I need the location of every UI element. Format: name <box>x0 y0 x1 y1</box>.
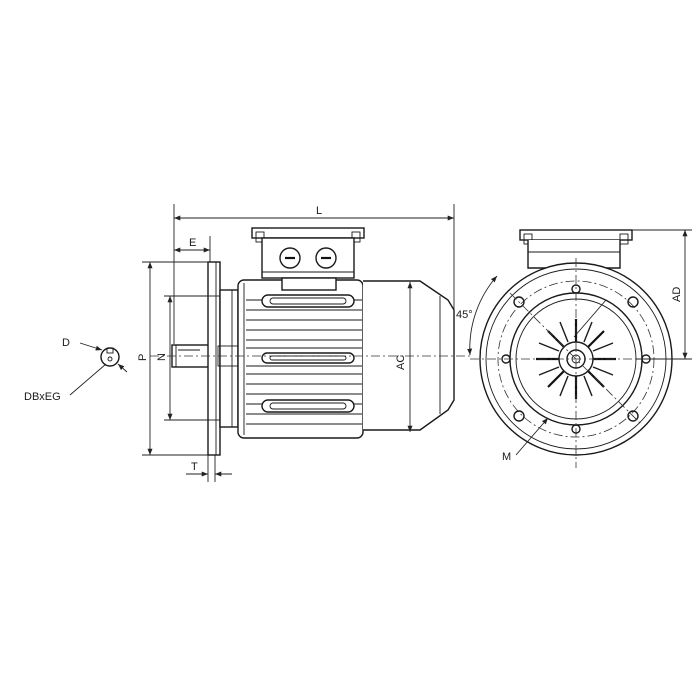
label-l: L <box>316 205 322 217</box>
angle-45: 45° <box>456 275 498 356</box>
fan-cover <box>363 280 455 431</box>
label-m: M <box>502 451 511 463</box>
label-t: T <box>191 461 198 473</box>
label-angle: 45° <box>456 309 473 321</box>
label-ad: AD <box>671 287 683 302</box>
dimension-p: P <box>137 261 208 456</box>
dimension-e: E <box>174 236 211 262</box>
dimension-ad: AD <box>632 229 692 360</box>
flange <box>207 261 239 456</box>
side-view: L E P N T <box>137 204 470 482</box>
shaft-detail: D DBxEG <box>24 337 128 403</box>
dimension-t: T <box>186 455 232 482</box>
dimension-ac: AC <box>395 282 413 432</box>
label-n: N <box>156 353 168 361</box>
motor-body <box>237 279 373 439</box>
label-ac: AC <box>395 355 407 370</box>
terminal-box <box>251 227 365 291</box>
dimension-n: N <box>156 295 208 421</box>
label-p: P <box>137 354 149 361</box>
label-e: E <box>189 237 196 249</box>
dimension-l: L <box>173 204 455 344</box>
label-dbxeg: DBxEG <box>24 391 61 403</box>
front-view: 45° M AD <box>456 229 692 468</box>
dimension-m: M <box>502 299 607 463</box>
label-d: D <box>62 337 70 349</box>
